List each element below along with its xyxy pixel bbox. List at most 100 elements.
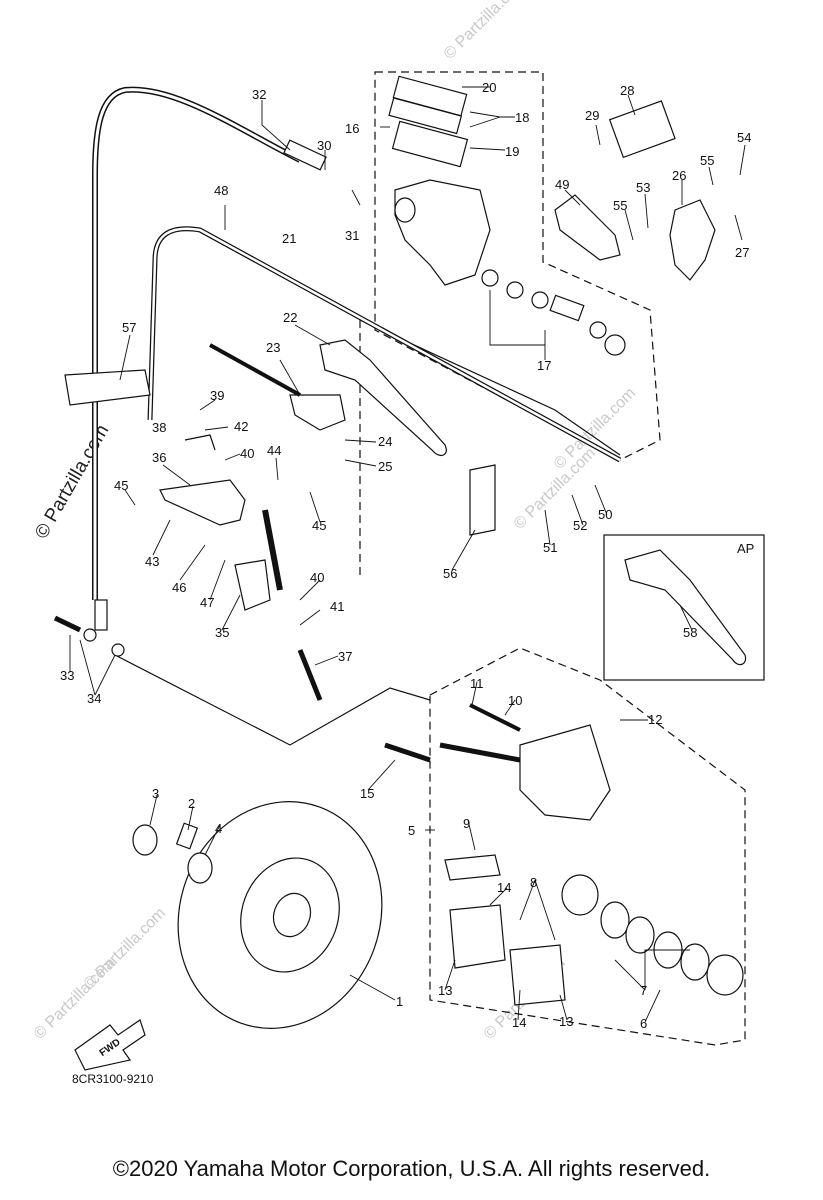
piston — [561, 874, 599, 916]
callout: 14 — [497, 880, 511, 895]
piston-kit — [481, 269, 626, 356]
callout-labels: 1 2 3 4 5 6 7 8 9 10 11 12 13 13 14 14 1… — [60, 80, 751, 1031]
link-bracket — [234, 559, 271, 611]
callout: 51 — [543, 540, 557, 555]
callout: 44 — [267, 443, 281, 458]
callout: 23 — [266, 340, 280, 355]
callout: 27 — [735, 245, 749, 260]
callout: 55 — [700, 153, 714, 168]
callout: 16 — [345, 121, 359, 136]
callout: 11 — [470, 676, 484, 691]
piston — [706, 954, 744, 996]
seal — [625, 916, 655, 954]
callout: 42 — [234, 419, 248, 434]
washer — [111, 643, 125, 657]
pad-right — [509, 944, 566, 1006]
callout: 7 — [640, 983, 647, 998]
callout: 41 — [330, 599, 344, 614]
callout: 6 — [640, 1016, 647, 1031]
callout: 29 — [585, 108, 599, 123]
callout: 14 — [512, 1015, 526, 1030]
callout: 57 — [122, 320, 136, 335]
drawing-lines — [53, 71, 765, 1046]
caliper — [519, 724, 611, 821]
brake-pad — [469, 464, 496, 536]
hose-fitting — [94, 599, 108, 631]
collar-3 — [132, 824, 158, 856]
callout: 39 — [210, 388, 224, 403]
callout: 1 — [396, 994, 403, 1009]
callout: 17 — [537, 358, 551, 373]
variant-label: AP — [737, 541, 754, 556]
shim — [444, 854, 501, 881]
bracket — [669, 199, 716, 281]
callout: 8 — [530, 875, 537, 890]
diaphragm-plate — [388, 97, 463, 135]
cable-holder — [289, 394, 346, 431]
key-2 — [175, 822, 199, 850]
reference-line — [359, 319, 621, 456]
callout: 49 — [555, 177, 569, 192]
watermark-faint: © Partzilla.com — [441, 0, 529, 63]
caliper-bolt — [439, 742, 521, 763]
callout: 47 — [200, 595, 214, 610]
pad-left — [449, 904, 506, 969]
hose-holder — [64, 369, 151, 406]
callout: 22 — [283, 310, 297, 325]
callout: 38 — [152, 420, 166, 435]
cable-end — [209, 343, 301, 397]
callout: 30 — [317, 138, 331, 153]
brake-disc-center — [272, 892, 312, 938]
callout: 56 — [443, 566, 457, 581]
callout: 43 — [145, 554, 159, 569]
washer — [83, 628, 97, 642]
callout: 25 — [378, 459, 392, 474]
collar-4 — [187, 852, 213, 884]
spring — [184, 434, 216, 451]
brake-lever — [319, 339, 447, 457]
drawing-code: 8CR3100-9210 — [72, 1072, 154, 1086]
ap-lever — [624, 549, 747, 666]
brake-hose-inner — [93, 88, 301, 600]
link-arm — [159, 479, 246, 526]
callout: 46 — [172, 580, 186, 595]
callout: 12 — [648, 712, 662, 727]
caliper-pin — [469, 703, 521, 732]
reference-line — [114, 654, 431, 746]
callout: 5 — [408, 823, 415, 838]
callout: 15 — [360, 786, 374, 801]
callout: 20 — [482, 80, 496, 95]
callout: 52 — [573, 518, 587, 533]
callout: 24 — [378, 434, 392, 449]
callout: 45 — [312, 518, 326, 533]
master-cylinder-port — [394, 197, 416, 223]
callout: 40 — [310, 570, 324, 585]
callout: 9 — [463, 816, 470, 831]
callout: 33 — [60, 668, 74, 683]
master-cylinder — [394, 179, 491, 286]
seal — [600, 901, 630, 939]
callout: 53 — [636, 180, 650, 195]
callout: 13 — [559, 1014, 573, 1029]
callout: 48 — [214, 183, 228, 198]
callout: 34 — [87, 691, 101, 706]
watermark-side: © Partzilla.com — [31, 421, 113, 542]
callout: 55 — [613, 198, 627, 213]
link-rod — [262, 509, 283, 591]
callout: 40 — [240, 446, 254, 461]
hose-fitting — [283, 139, 327, 171]
seal — [680, 943, 710, 981]
brake-cable — [147, 226, 622, 463]
callout: 45 — [114, 478, 128, 493]
caliper-group-outline — [429, 647, 746, 1046]
callout: 21 — [282, 231, 296, 246]
callout: 10 — [508, 693, 522, 708]
callout: 35 — [215, 625, 229, 640]
callout: 4 — [215, 821, 222, 836]
fwd-arrow: FWD — [74, 1019, 146, 1071]
callout: 31 — [345, 228, 359, 243]
callout: 58 — [683, 625, 697, 640]
variant-box — [603, 534, 765, 681]
copyright-footer: ©2020 Yamaha Motor Corporation, U.S.A. A… — [112, 1156, 711, 1181]
